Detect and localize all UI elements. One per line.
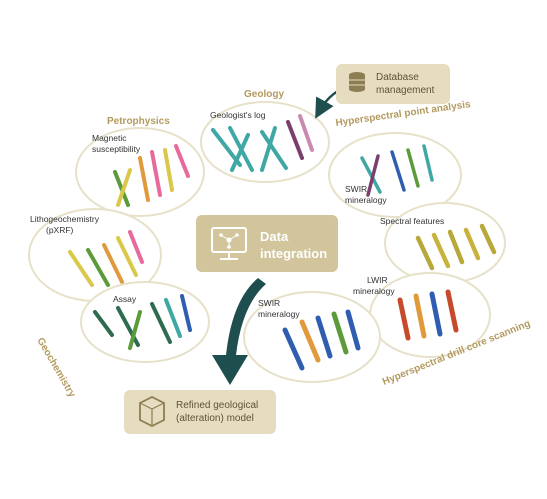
swir-scan-cores [282, 309, 361, 371]
panel-lithogeochemistry [28, 208, 162, 302]
database-management-line2: management [376, 85, 435, 96]
refined-model-line2: (alteration) model [176, 413, 254, 424]
panel-spectral-features [384, 202, 506, 284]
spectral-features-cores [415, 223, 497, 271]
label-spectral-features: Spectral features [380, 216, 444, 226]
label-litho-2: (pXRF) [46, 225, 74, 235]
database-management-box: Database management [336, 64, 450, 104]
label-swir-scan-2: mineralogy [258, 309, 300, 319]
label-geologists-log: Geologist's log [210, 110, 266, 120]
panel-assay [80, 281, 210, 363]
lwir-cores [397, 289, 459, 341]
cube-icon [139, 395, 165, 428]
hyperspectral-point-cores [360, 144, 434, 197]
data-integration-title-2: integration [260, 246, 327, 261]
monitor-network-icon [211, 227, 247, 260]
refined-model-box: Refined geological (alteration) model [124, 390, 276, 434]
petrophysics-cores [113, 144, 190, 207]
data-integration-title-1: Data [260, 229, 289, 244]
category-petrophysics: Petrophysics [107, 116, 170, 127]
geology-cores [211, 114, 314, 172]
label-assay: Assay [113, 294, 137, 304]
panel-geology [200, 101, 330, 183]
label-litho-1: Lithogeochemistry [30, 214, 100, 224]
data-integration-box: Data integration [196, 215, 338, 272]
database-management-line1: Database [376, 72, 419, 83]
panel-hyperspectral-point [328, 132, 462, 218]
label-magnetic-1: Magnetic [92, 133, 127, 143]
label-swir-scan-1: SWIR [258, 298, 280, 308]
panel-petrophysics [75, 127, 205, 217]
label-swir-point-2: mineralogy [345, 195, 387, 205]
assay-cores [93, 294, 192, 350]
panel-swir-scan [243, 291, 381, 383]
label-swir-point-1: SWIR [345, 184, 367, 194]
database-icon [349, 72, 365, 92]
panel-lwir [369, 272, 491, 358]
integration-arrow-body [212, 278, 266, 385]
label-lwir-1: LWIR [367, 275, 388, 285]
label-lwir-2: mineralogy [353, 286, 395, 296]
category-geology: Geology [244, 89, 284, 100]
category-geochemistry: Geochemistry [34, 336, 77, 400]
label-magnetic-2: susceptibility [92, 144, 141, 154]
lithogeochemistry-cores [68, 230, 144, 287]
refined-model-line1: Refined geological [176, 400, 258, 411]
